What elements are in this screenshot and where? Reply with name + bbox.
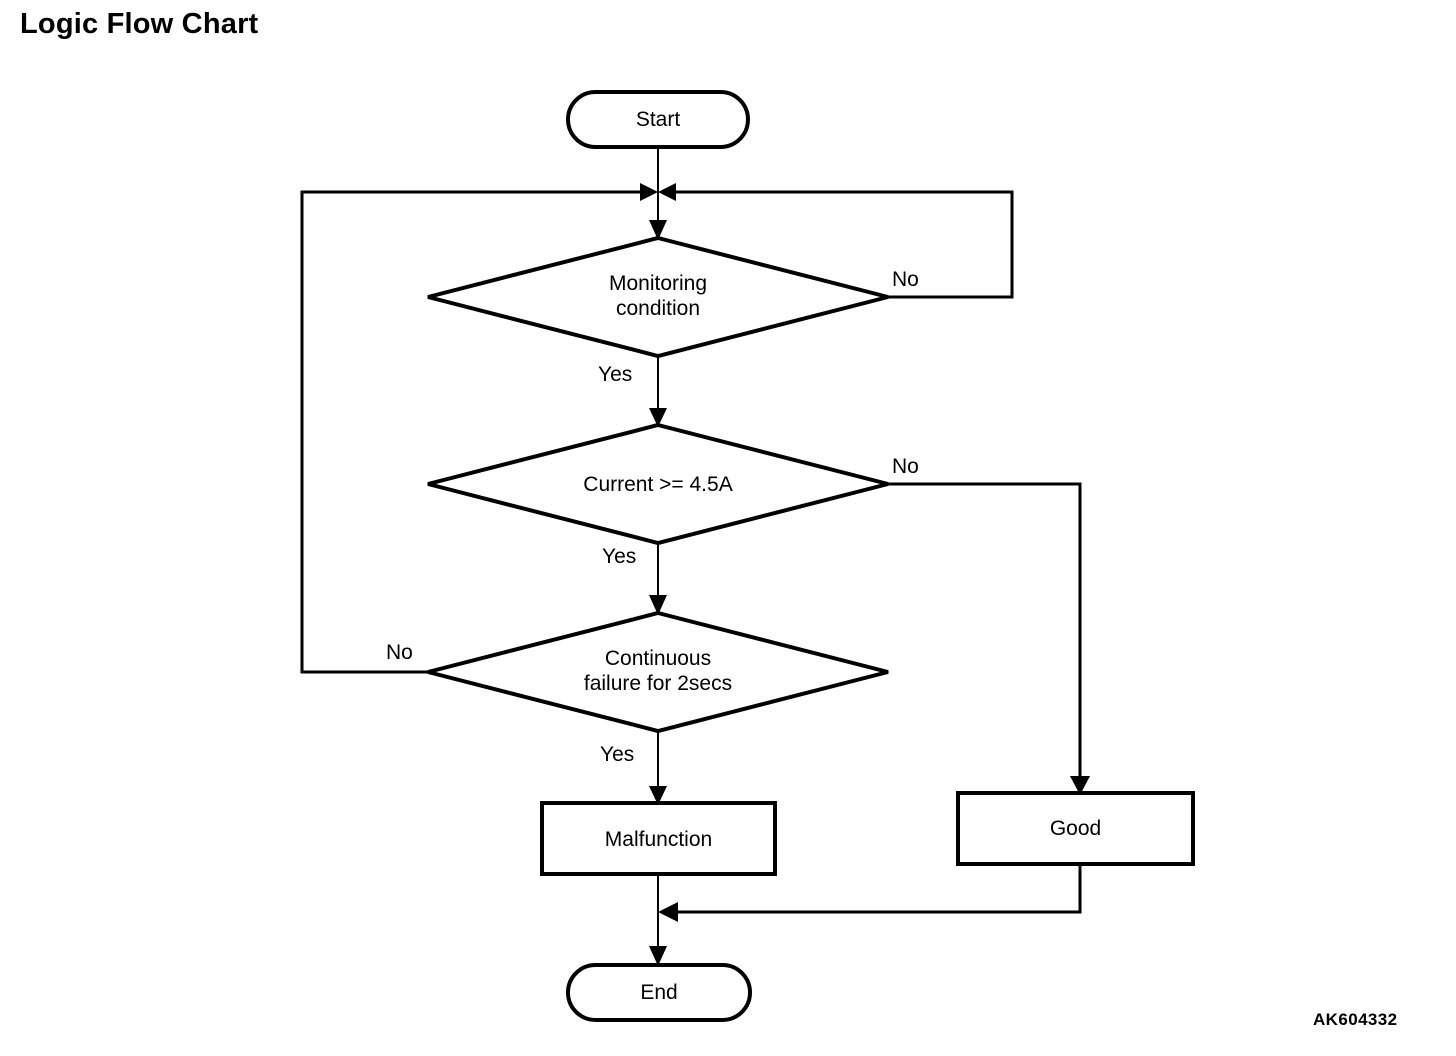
edge-monitoring-yes xyxy=(649,356,667,427)
page-title: Logic Flow Chart xyxy=(20,8,259,40)
node-monitoring-condition xyxy=(427,235,889,359)
edge-current-no-to-good xyxy=(888,482,1090,795)
watermark-code: AK604332 xyxy=(1313,1010,1398,1029)
edge-junction-to-monitoring xyxy=(649,192,667,240)
edge-good-to-end xyxy=(658,864,1082,922)
node-malfunction xyxy=(540,801,777,876)
edge-monitoring-no-feedback xyxy=(658,183,1014,299)
node-continuous-failure xyxy=(427,610,889,734)
edge-malfunction-to-end xyxy=(649,874,667,966)
node-current-threshold xyxy=(427,422,889,546)
edge-current-yes xyxy=(649,543,667,615)
node-end xyxy=(566,963,752,1022)
node-good xyxy=(956,791,1195,866)
edge-continuous-no-feedback xyxy=(300,183,658,674)
node-start xyxy=(566,90,750,149)
edge-continuous-yes-to-malfunction xyxy=(649,731,667,805)
